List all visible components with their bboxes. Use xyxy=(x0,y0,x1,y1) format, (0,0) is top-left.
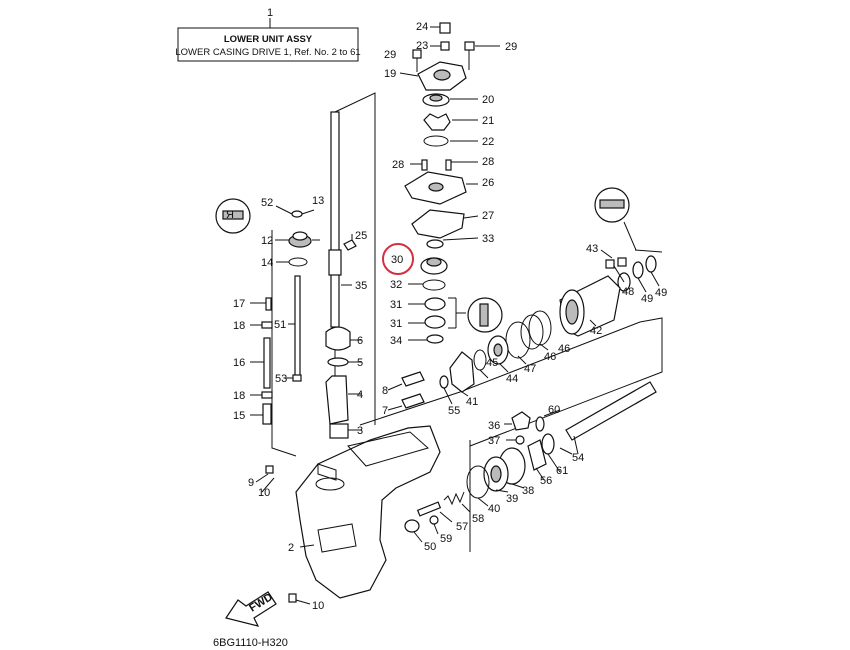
callout: 48 xyxy=(622,286,634,298)
callout: 59 xyxy=(440,533,452,545)
callout: 39 xyxy=(506,493,518,505)
callout: 37 xyxy=(488,435,500,447)
callout: 15 xyxy=(233,410,245,422)
propeller-shaft-assembly xyxy=(404,249,657,533)
svg-text:Я: Я xyxy=(226,209,234,221)
title-box: 1 LOWER UNIT ASSY LOWER CASING DRIVE 1, … xyxy=(175,7,361,62)
callout: 22 xyxy=(482,136,494,148)
callout: 21 xyxy=(482,115,494,127)
callout: 55 xyxy=(448,405,460,417)
callout: 28 xyxy=(392,159,404,171)
callout: 29 xyxy=(505,41,517,53)
callout: 31 xyxy=(390,299,402,311)
callout: 53 xyxy=(275,373,287,385)
callout: 40 xyxy=(488,503,500,515)
callout: 46 xyxy=(558,343,570,355)
callout: 50 xyxy=(424,541,436,553)
fwd-arrow-icon: FWD xyxy=(225,591,277,627)
sealant-tube-icon: Я xyxy=(215,198,251,234)
callout: 8 xyxy=(382,385,388,397)
callout: 42 xyxy=(590,325,602,337)
callout: 26 xyxy=(482,177,494,189)
callout: 29 xyxy=(384,49,396,61)
callout: 43 xyxy=(586,243,598,255)
callout: 10 xyxy=(258,487,270,499)
callout: 60 xyxy=(548,404,560,416)
callout: 7 xyxy=(382,405,388,417)
callout: 57 xyxy=(456,521,468,533)
callout: 44 xyxy=(506,373,518,385)
callout: 24 xyxy=(416,21,428,33)
callout: 13 xyxy=(312,195,324,207)
callout: 9 xyxy=(248,477,254,489)
callout: 30 xyxy=(391,254,403,266)
callout: 41 xyxy=(466,396,478,408)
callout: 52 xyxy=(261,197,273,209)
callout: 32 xyxy=(390,279,402,291)
callout: 51 xyxy=(274,319,286,331)
callout: 20 xyxy=(482,94,494,106)
callout: 61 xyxy=(556,465,568,477)
callout: 3 xyxy=(357,425,363,437)
lower-casing xyxy=(255,425,441,605)
driveshaft xyxy=(325,111,362,439)
callout: 4 xyxy=(357,389,363,401)
shift-parts xyxy=(250,205,425,425)
callout: 49 xyxy=(655,287,667,299)
callout: 23 xyxy=(416,40,428,52)
callout: 17 xyxy=(233,298,245,310)
callout: 27 xyxy=(482,210,494,222)
callout: 18 xyxy=(233,320,245,332)
callout: 12 xyxy=(261,235,273,247)
callouts: 24 23 29 29 19 20 21 22 28 28 26 27 33 3… xyxy=(233,21,667,612)
callout: 56 xyxy=(540,475,552,487)
sealant-tube-icon xyxy=(467,297,503,333)
drawing-code: 6BG1110-H320 xyxy=(213,637,288,649)
callout: 31 xyxy=(390,318,402,330)
callout: 25 xyxy=(355,230,367,242)
callout: 5 xyxy=(357,357,363,369)
callout: 18 xyxy=(233,390,245,402)
callout: 16 xyxy=(233,357,245,369)
callout: 38 xyxy=(522,485,534,497)
water-pump-stack xyxy=(399,22,500,344)
callout: 49 xyxy=(641,293,653,305)
callout: 2 xyxy=(288,542,294,554)
callout: 54 xyxy=(572,452,584,464)
sealant-tube-icon xyxy=(594,187,637,251)
callout: 28 xyxy=(482,156,494,168)
callout: 33 xyxy=(482,233,494,245)
callout: 19 xyxy=(384,68,396,80)
callout: 46 xyxy=(544,351,556,363)
callout: 14 xyxy=(261,257,273,269)
callout: 6 xyxy=(357,335,363,347)
title-line-2: LOWER CASING DRIVE 1, Ref. No. 2 to 61 xyxy=(175,47,360,58)
callout: 36 xyxy=(488,420,500,432)
highlight-circle xyxy=(382,243,414,275)
callout: 35 xyxy=(355,280,367,292)
callout: 58 xyxy=(472,513,484,525)
callout: 10 xyxy=(312,600,324,612)
title-ref-number: 1 xyxy=(267,7,273,19)
leader-lines xyxy=(413,265,660,543)
callout: 47 xyxy=(524,363,536,375)
callout: 45 xyxy=(486,357,498,369)
title-line-1: LOWER UNIT ASSY xyxy=(224,34,313,45)
callout: 34 xyxy=(390,335,402,347)
